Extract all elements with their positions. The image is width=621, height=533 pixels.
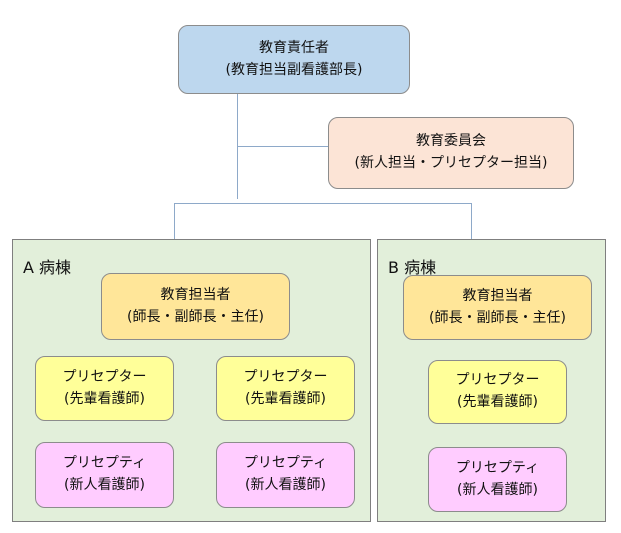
node-title: 教育担当者: [462, 287, 533, 304]
ward-b-lead-node: 教育担当者 (師長・副師長・主任): [403, 275, 592, 340]
ward-a-preceptor-node: プリセプター (先輩看護師): [35, 356, 174, 421]
ward-a-preceptee-node: プリセプティ (新人看護師): [35, 442, 174, 508]
node-role: (師長・副師長・主任): [127, 308, 264, 325]
node-title: プリセプティ: [243, 455, 328, 472]
node-title: 教育担当者: [160, 286, 231, 303]
node-title: プリセプター: [243, 368, 328, 385]
connector-ward-horizontal: [174, 203, 472, 204]
connector-ward-a-drop: [174, 203, 175, 239]
node-role: (先輩看護師): [64, 390, 145, 407]
education-committee-node: 教育委員会 (新人担当・プリセプター担当): [328, 117, 574, 189]
node-title: プリセプター: [62, 368, 147, 385]
node-role: (教育担当副看護部長): [225, 61, 363, 78]
node-role: (新人看護師): [64, 477, 145, 493]
ward-b-preceptor-node: プリセプター (先輩看護師): [428, 360, 567, 424]
node-title: プリセプター: [455, 372, 540, 389]
node-title: プリセプティ: [62, 455, 147, 472]
node-title: 教育責任者: [259, 39, 329, 56]
node-role: (新人看護師): [245, 477, 326, 493]
node-role: (先輩看護師): [457, 394, 538, 410]
connector-committee-branch: [237, 146, 328, 147]
node-role: (新人看護師): [457, 481, 538, 498]
ward-a-lead-node: 教育担当者 (師長・副師長・主任): [101, 273, 290, 340]
education-director-node: 教育責任者 (教育担当副看護部長): [178, 25, 410, 94]
node-title: プリセプティ: [455, 459, 540, 476]
node-role: (師長・副師長・主任): [429, 309, 566, 326]
node-title: 教育委員会: [416, 133, 486, 150]
node-role: (先輩看護師): [245, 390, 326, 407]
node-role: (新人担当・プリセプター担当): [354, 155, 548, 171]
ward-a-preceptee-node: プリセプティ (新人看護師): [216, 442, 355, 508]
ward-a-label: A 病棟: [23, 258, 72, 277]
ward-b-label: B 病棟: [388, 258, 437, 277]
ward-a-preceptor-node: プリセプター (先輩看護師): [216, 356, 355, 421]
ward-b-preceptee-node: プリセプティ (新人看護師): [428, 447, 567, 512]
connector-ward-b-drop: [471, 203, 472, 239]
